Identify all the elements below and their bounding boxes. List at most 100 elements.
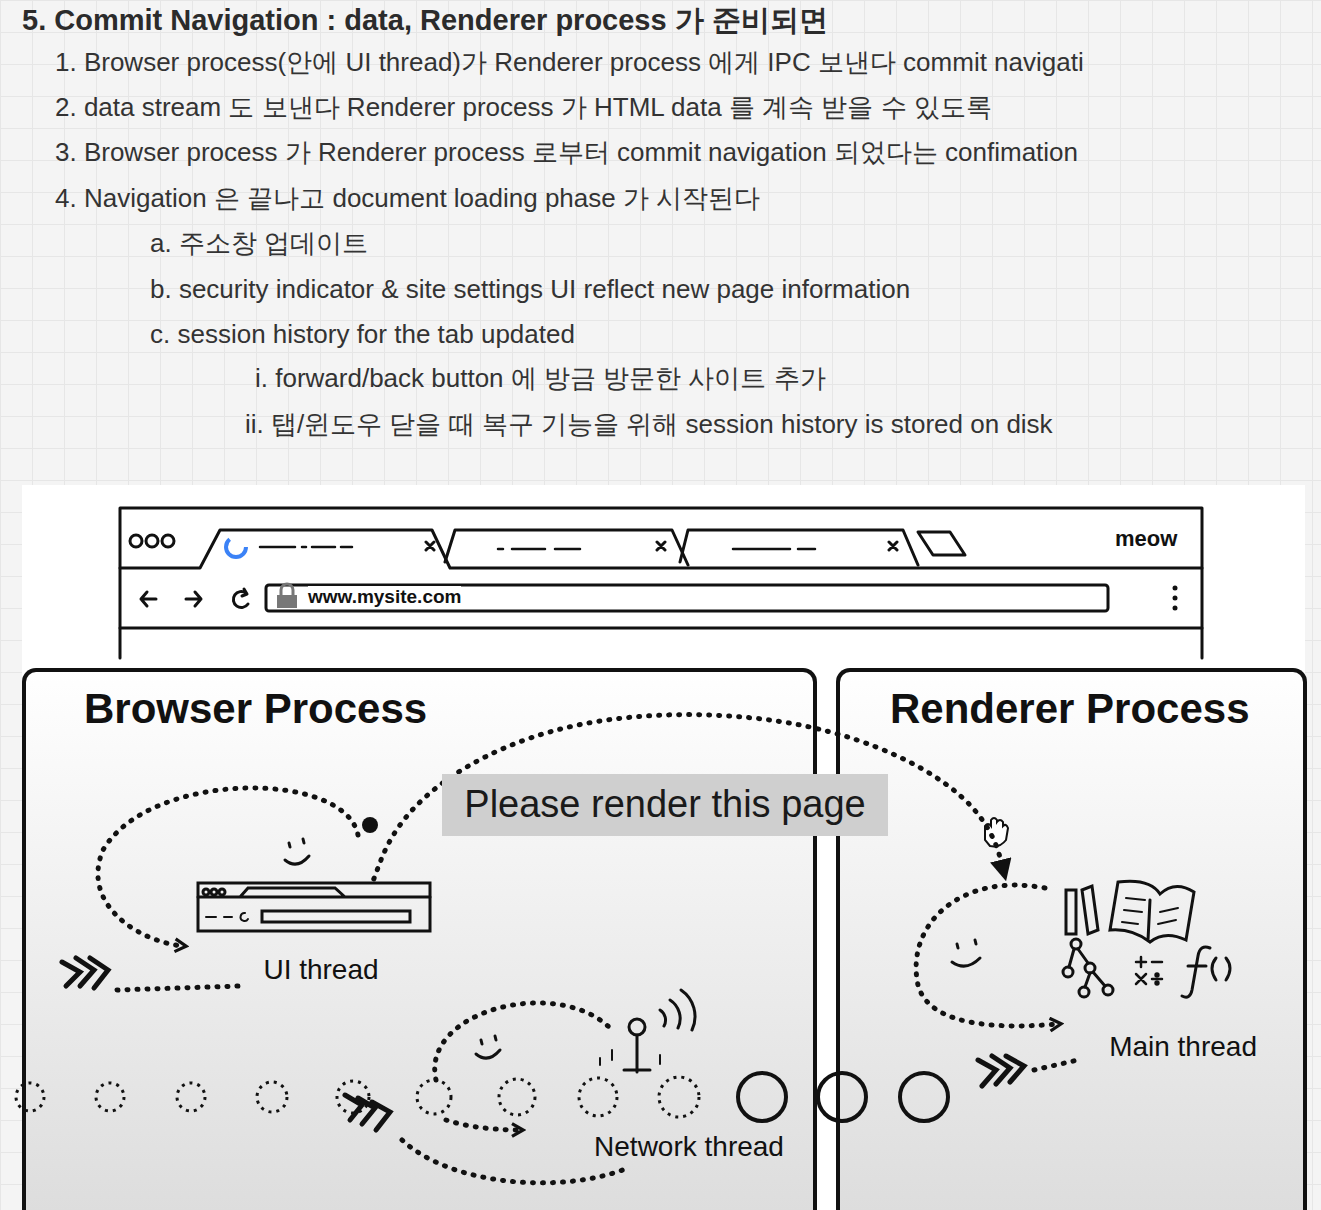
browser-window	[186, 592, 201, 606]
process-panel: Browser Process UI threadNetwork thread	[22, 668, 817, 1210]
thread-box: Main thread	[910, 877, 1265, 1064]
ui-thread-figure	[198, 888, 430, 897]
hand-cursor	[985, 818, 1008, 846]
main-thread-figure	[952, 940, 980, 966]
main-thread-figure	[1063, 967, 1073, 977]
ui-thread-figure	[62, 788, 430, 990]
lock-icon	[277, 584, 297, 608]
ui-thread-figure	[285, 839, 309, 864]
browser-window	[146, 535, 158, 547]
browser-window	[918, 532, 965, 555]
message-arrow	[374, 715, 1005, 879]
url-text: www.mysite.com	[308, 586, 461, 609]
thread-box: Network thread	[574, 1012, 804, 1164]
list-item: i. forward/back button 에 방금 방문한 사이트 추가	[255, 363, 826, 394]
ui-thread-figure	[262, 911, 410, 922]
browser-window	[120, 627, 1202, 630]
lock-icon	[281, 584, 293, 595]
menu-dots	[1173, 596, 1178, 601]
network-thread-figure	[446, 1120, 520, 1130]
thread-label: Network thread	[594, 1130, 784, 1164]
ui-thread-figure	[203, 889, 209, 895]
main-thread-figure	[1182, 947, 1230, 997]
spinner-icon	[226, 537, 246, 557]
network-thread-figure	[345, 1095, 390, 1130]
ui-thread-figure	[362, 817, 378, 833]
main-thread-figure	[1071, 939, 1081, 949]
main-thread-figure	[1079, 987, 1089, 997]
ui-thread-figure	[62, 958, 108, 988]
browser-window	[260, 546, 352, 549]
list-item: 1. Browser process(안에 UI thread)가 Render…	[55, 47, 1084, 78]
panel-heading: Browser Process	[84, 684, 803, 734]
list-item: 3. Browser process 가 Renderer process 로부…	[55, 137, 1078, 168]
list-item: 2. data stream 도 보낸다 Renderer process 가 …	[55, 92, 992, 123]
menu-dots	[1173, 586, 1178, 611]
list-item: a. 주소창 업데이트	[150, 228, 368, 259]
main-thread-figure	[1066, 886, 1098, 934]
list-item: ii. 탭/윈도우 닫을 때 복구 기능을 위해 session history…	[245, 409, 1053, 440]
browser-window	[680, 530, 918, 565]
thread-circles	[579, 1078, 617, 1116]
browser-window	[733, 548, 815, 551]
thread-circles	[900, 1073, 948, 1121]
thread-circles	[499, 1079, 535, 1115]
main-thread-figure	[1136, 957, 1162, 984]
hand-cursor	[985, 818, 1008, 846]
thread-circles	[738, 1073, 786, 1121]
thread-circles	[659, 1077, 699, 1117]
brand-text: meow	[1115, 526, 1177, 552]
thread-circles	[16, 1083, 44, 1111]
browser-window	[498, 548, 580, 551]
main-thread-figure	[1069, 949, 1105, 987]
process-panel: Renderer ProcessMain thread	[836, 668, 1307, 1210]
main-thread-figure	[916, 885, 1058, 1026]
panel-fill	[22, 668, 815, 1210]
lock-icon	[277, 595, 297, 608]
ui-thread-figure	[211, 889, 217, 895]
browser-window	[141, 592, 156, 606]
thread-box: UI thread	[201, 879, 441, 987]
main-thread-figure	[1156, 974, 1158, 976]
panel-heading: Renderer Process	[890, 684, 1293, 734]
main-thread-figure	[1122, 898, 1178, 924]
main-thread-figure	[1156, 982, 1158, 984]
message-label: Please render this page	[442, 774, 887, 836]
browser-window	[120, 508, 1202, 658]
main-thread-figure	[1110, 881, 1194, 942]
thread-circles	[16, 1073, 948, 1121]
thread-circles	[818, 1073, 866, 1121]
browser-window	[130, 535, 142, 547]
thread-circles	[417, 1080, 451, 1114]
browser-window	[426, 542, 897, 550]
network-thread-figure	[660, 990, 695, 1030]
panel-fill	[836, 668, 1305, 1210]
network-thread-figure	[476, 1036, 500, 1058]
ui-thread-figure	[219, 889, 225, 895]
thread-circles	[96, 1083, 124, 1111]
thread-circles	[177, 1083, 205, 1111]
panel-fill	[22, 668, 1305, 1210]
browser-window	[445, 530, 688, 565]
network-thread-figure	[624, 1035, 650, 1072]
network-thread-figure	[600, 1050, 660, 1065]
ui-thread-figure	[117, 986, 240, 990]
browser-window	[266, 585, 1108, 611]
ui-thread-figure	[198, 883, 430, 931]
browser-window	[162, 535, 174, 547]
list-item: b. security indicator & site settings UI…	[150, 274, 910, 305]
browser-window	[233, 589, 248, 608]
network-thread-figure	[435, 1003, 612, 1080]
network-thread-figure	[629, 1019, 645, 1035]
browser-window	[120, 508, 1202, 658]
browser-window	[120, 530, 1202, 568]
heading: 5. Commit Navigation : data, Renderer pr…	[22, 3, 828, 38]
thread-label: Main thread	[1109, 1030, 1257, 1064]
ui-thread-figure	[206, 913, 248, 921]
list-item: c. session history for the tab updated	[150, 319, 575, 350]
menu-dots	[1173, 606, 1178, 611]
main-thread-figure	[1034, 1060, 1078, 1070]
